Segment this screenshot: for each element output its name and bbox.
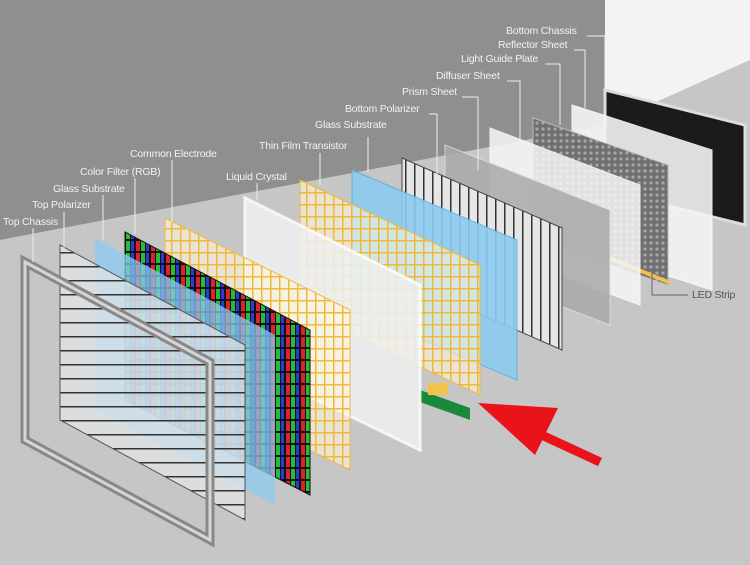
label-top-chassis: Top Chassis	[3, 216, 58, 228]
label-thin-film-transistor: Thin Film Transistor	[259, 140, 348, 152]
label-glass-substrate-bottom: Glass Substrate	[315, 119, 387, 131]
right-wall	[605, 0, 750, 125]
label-top-polarizer: Top Polarizer	[32, 199, 91, 211]
back-wall	[0, 0, 605, 240]
label-reflector-sheet: Reflector Sheet	[498, 39, 568, 51]
chip	[428, 383, 448, 395]
label-glass-substrate-top: Glass Substrate	[53, 183, 125, 195]
pcb-board	[420, 390, 470, 420]
label-bottom-polarizer: Bottom Polarizer	[345, 103, 420, 115]
label-color-filter: Color Filter (RGB)	[80, 166, 161, 178]
leader-lines	[32, 35, 688, 296]
label-light-guide-plate: Light Guide Plate	[461, 53, 539, 65]
label-common-electrode: Common Electrode	[130, 148, 217, 160]
label-bottom-chassis: Bottom Chassis	[506, 25, 577, 37]
label-prism-sheet: Prism Sheet	[402, 86, 457, 98]
top-chassis-inner	[23, 259, 212, 543]
label-liquid-crystal: Liquid Crystal	[226, 171, 287, 183]
top-polarizer-layer	[59, 244, 246, 521]
label-led-strip: LED Strip	[692, 289, 736, 301]
label-diffuser-sheet: Diffuser Sheet	[436, 70, 500, 82]
red-arrow-icon	[478, 403, 602, 467]
